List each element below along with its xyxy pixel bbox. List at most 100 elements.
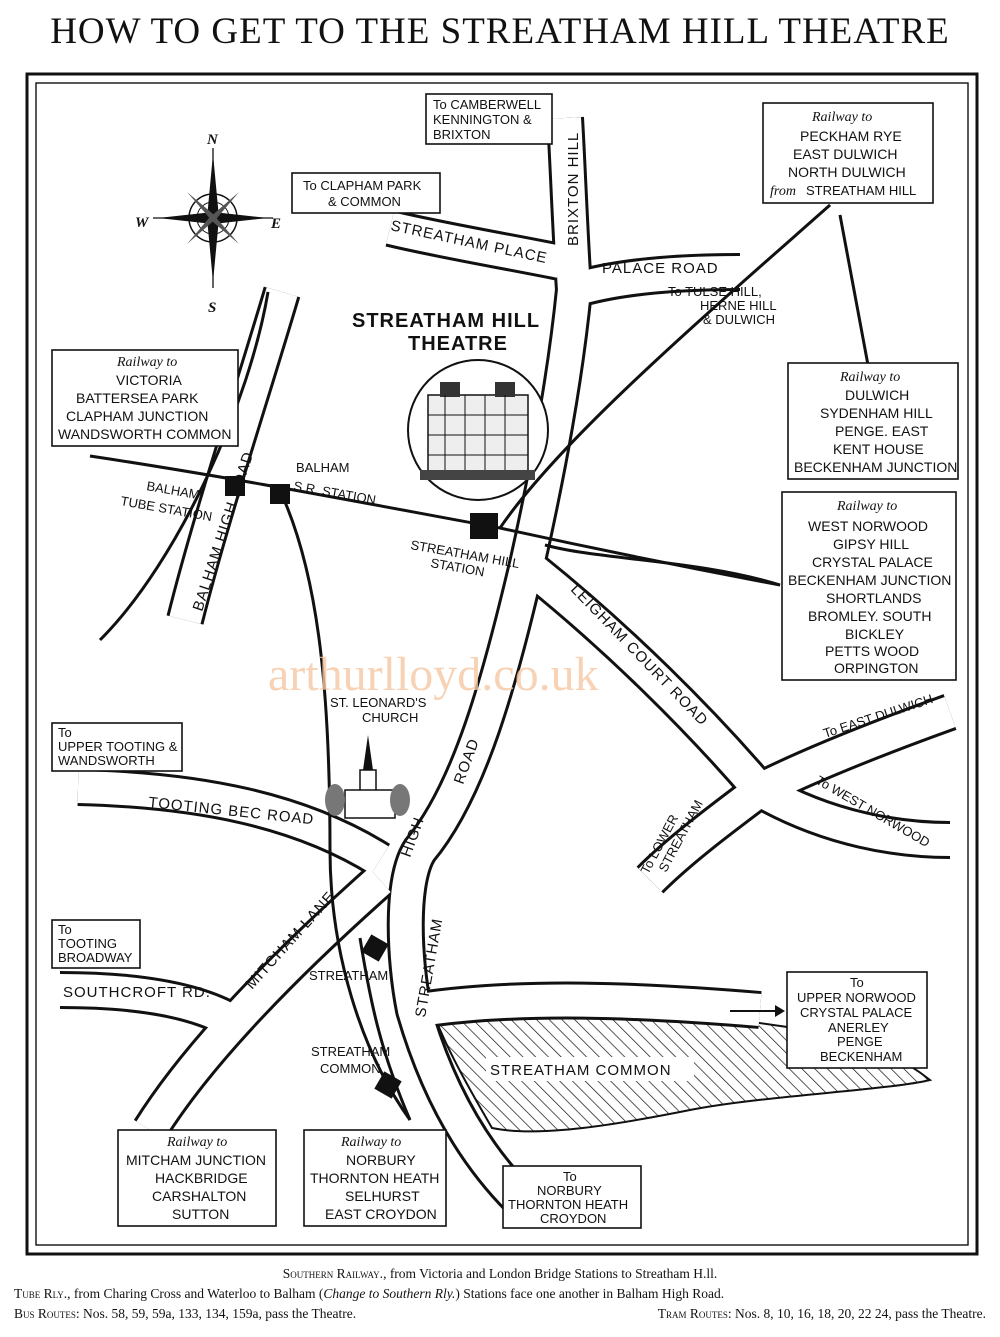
svg-text:UPPER NORWOOD: UPPER NORWOOD <box>797 990 916 1005</box>
arrow-head-icon <box>775 1005 785 1017</box>
svg-text:SHORTLANDS: SHORTLANDS <box>826 590 921 606</box>
box-norbury-road: To NORBURY THORNTON HEATH CROYDON <box>502 1165 642 1229</box>
box-dulwich: Railway to DULWICH SYDENHAM HILL PENGE. … <box>787 362 959 480</box>
svg-text:BECKENHAM JUNCTION: BECKENHAM JUNCTION <box>794 459 957 475</box>
theatre-title-line2: THEATRE <box>408 333 508 355</box>
map-outer-border <box>25 72 979 1256</box>
theatre-illustration <box>407 359 549 501</box>
tulse-hill-label-1: To TULSE HILL, <box>668 284 762 299</box>
compass-s: S <box>208 300 216 316</box>
footer-line-2: Tube Rly., from Charing Cross and Waterl… <box>14 1286 725 1301</box>
streatham-station-label: STREATHAM <box>309 968 388 983</box>
box-peckham: Railway to PECKHAM RYE EAST DULWICH NORT… <box>762 102 934 204</box>
svg-text:MITCHAM JUNCTION: MITCHAM JUNCTION <box>126 1152 266 1168</box>
svg-text:HACKBRIDGE: HACKBRIDGE <box>155 1170 248 1186</box>
theatre-title-line1: STREATHAM HILL <box>352 310 540 332</box>
svg-text:To: To <box>58 725 72 740</box>
balham-sr-label-2: S.R. STATION <box>292 478 377 507</box>
compass-w: W <box>135 215 150 231</box>
map-inner-border <box>35 82 969 1246</box>
svg-text:Railway to: Railway to <box>811 110 872 125</box>
svg-text:& COMMON: & COMMON <box>328 194 401 209</box>
streatham-common-station-marker <box>374 1071 402 1099</box>
box-camberwell: To CAMBERWELL KENNINGTON & BRIXTON <box>425 93 553 145</box>
streatham-common-park-label: STREATHAM COMMON <box>490 1062 672 1079</box>
svg-text:CLAPHAM JUNCTION: CLAPHAM JUNCTION <box>66 408 208 424</box>
svg-text:NORBURY: NORBURY <box>346 1152 416 1168</box>
svg-text:Railway to: Railway to <box>836 499 897 514</box>
svg-text:NORBURY: NORBURY <box>537 1183 602 1198</box>
box-victoria: Railway to VICTORIA BATTERSEA PARK CLAPH… <box>51 349 239 447</box>
streatham-common-station-label-2: COMMON <box>320 1061 381 1076</box>
svg-text:THORNTON HEATH: THORNTON HEATH <box>310 1170 439 1186</box>
southcroft-rd-label: SOUTHCROFT RD. <box>63 984 211 1001</box>
streatham-station-marker <box>361 934 389 962</box>
svg-text:To: To <box>563 1169 577 1184</box>
box-tooting-broadway: To TOOTING BROADWAY <box>51 919 141 969</box>
st-leonards-label-2: CHURCH <box>362 710 418 725</box>
roads-fill <box>59 117 956 1212</box>
svg-text:To CLAPHAM PARK: To CLAPHAM PARK <box>303 178 422 193</box>
svg-text:STREATHAM HILL: STREATHAM HILL <box>806 183 916 198</box>
page-title: HOW TO GET TO THE STREATHAM HILL THEATRE <box>50 11 950 52</box>
svg-text:SYDENHAM HILL: SYDENHAM HILL <box>820 405 933 421</box>
svg-text:WEST NORWOOD: WEST NORWOOD <box>808 518 928 534</box>
box-upper-norwood: To UPPER NORWOOD CRYSTAL PALACE ANERLEY … <box>786 971 928 1069</box>
svg-text:ORPINGTON: ORPINGTON <box>834 660 919 676</box>
svg-text:EAST DULWICH: EAST DULWICH <box>793 146 898 162</box>
svg-text:Railway to: Railway to <box>340 1135 401 1150</box>
watermark: arthurlloyd.co.uk <box>268 648 599 701</box>
box-west-norwood: Railway to WEST NORWOOD GIPSY HILL CRYST… <box>781 491 957 681</box>
compass-n: N <box>206 132 219 148</box>
travel-notes: Southern Railway., from Victoria and Lon… <box>14 1266 986 1326</box>
svg-text:NORTH DULWICH: NORTH DULWICH <box>788 164 906 180</box>
svg-text:from: from <box>770 184 796 199</box>
svg-text:CRYSTAL PALACE: CRYSTAL PALACE <box>812 554 933 570</box>
box-clapham: To CLAPHAM PARK & COMMON <box>291 172 441 214</box>
svg-text:PENGE. EAST: PENGE. EAST <box>835 423 929 439</box>
st-leonards-label-1: ST. LEONARD'S <box>330 695 427 710</box>
svg-text:BICKLEY: BICKLEY <box>845 626 905 642</box>
svg-text:BRIXTON: BRIXTON <box>433 127 491 142</box>
palace-road-label: PALACE ROAD <box>602 260 719 277</box>
svg-text:BATTERSEA PARK: BATTERSEA PARK <box>76 390 199 406</box>
svg-text:CRYSTAL PALACE: CRYSTAL PALACE <box>800 1005 913 1020</box>
svg-text:PENGE: PENGE <box>837 1034 883 1049</box>
svg-text:VICTORIA: VICTORIA <box>116 372 183 388</box>
footer-line-3: Bus Routes: Nos. 58, 59, 59a, 133, 134, … <box>14 1306 986 1321</box>
svg-text:To: To <box>58 922 72 937</box>
svg-text:GIPSY HILL: GIPSY HILL <box>833 536 909 552</box>
svg-text:CROYDON: CROYDON <box>540 1211 606 1226</box>
streatham-hill-station-marker <box>470 513 498 539</box>
box-upper-tooting: To UPPER TOOTING & WANDSWORTH <box>51 722 183 772</box>
svg-text:Railway to: Railway to <box>116 355 177 370</box>
compass-e: E <box>270 216 281 232</box>
svg-text:KENNINGTON &: KENNINGTON & <box>433 112 532 127</box>
svg-text:CARSHALTON: CARSHALTON <box>152 1188 246 1204</box>
tulse-hill-label-2: HERNE HILL <box>700 298 777 313</box>
svg-text:EAST CROYDON: EAST CROYDON <box>325 1206 437 1222</box>
balham-tube-station-marker <box>225 476 245 496</box>
svg-text:TOOTING: TOOTING <box>58 936 117 951</box>
tram-routes: Tram Routes: Nos. 8, 10, 16, 18, 20, 22 … <box>657 1306 986 1321</box>
svg-text:THORNTON HEATH: THORNTON HEATH <box>508 1197 628 1212</box>
box-mitcham: Railway to MITCHAM JUNCTION HACKBRIDGE C… <box>117 1129 277 1227</box>
svg-text:WANDSWORTH: WANDSWORTH <box>58 753 155 768</box>
balham-tube-label-2: TUBE STATION <box>119 493 213 524</box>
tulse-hill-label-3: & DULWICH <box>703 312 775 327</box>
svg-text:Railway to: Railway to <box>166 1135 227 1150</box>
footer-line-1: Southern Railway., from Victoria and Lon… <box>282 1266 718 1281</box>
svg-text:PECKHAM RYE: PECKHAM RYE <box>800 128 902 144</box>
svg-text:PETTS WOOD: PETTS WOOD <box>825 643 919 659</box>
box-norbury-rail: Railway to NORBURY THORNTON HEATH SELHUR… <box>303 1129 447 1227</box>
svg-text:BECKENHAM JUNCTION: BECKENHAM JUNCTION <box>788 572 951 588</box>
svg-text:BROADWAY: BROADWAY <box>58 950 133 965</box>
svg-text:SUTTON: SUTTON <box>172 1206 229 1222</box>
svg-text:To CAMBERWELL: To CAMBERWELL <box>433 97 541 112</box>
svg-text:SELHURST: SELHURST <box>345 1188 420 1204</box>
svg-text:To: To <box>850 975 864 990</box>
svg-text:UPPER TOOTING &: UPPER TOOTING & <box>58 739 178 754</box>
svg-text:Railway to: Railway to <box>839 370 900 385</box>
svg-text:DULWICH: DULWICH <box>845 387 909 403</box>
balham-sr-station-marker <box>270 484 290 504</box>
